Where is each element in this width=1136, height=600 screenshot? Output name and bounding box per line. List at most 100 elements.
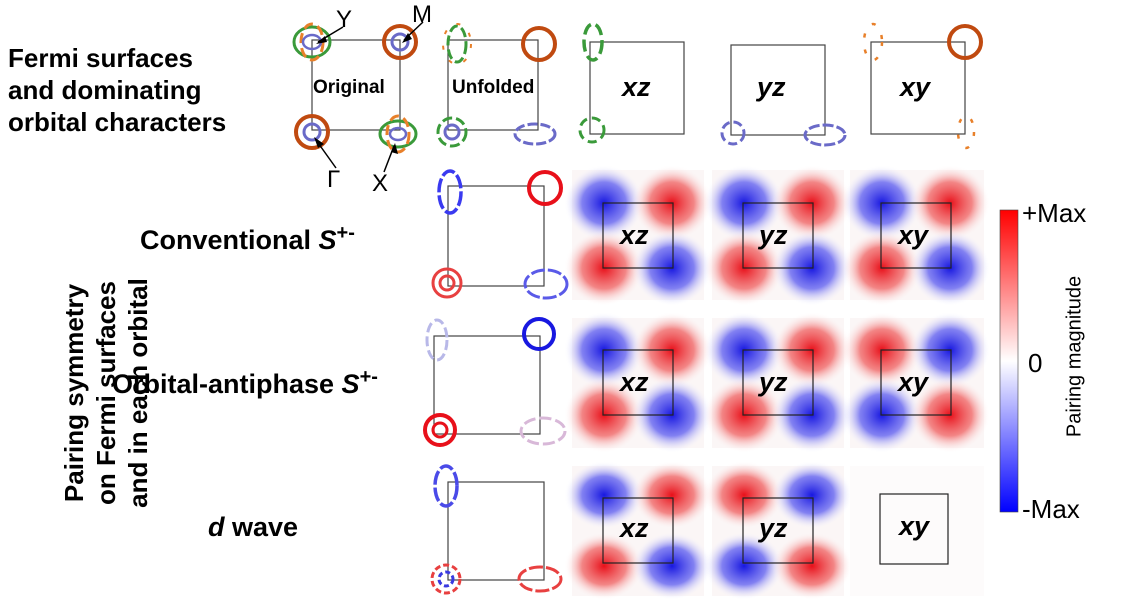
fermi-orbital-xy (862, 22, 983, 150)
map-conv-xy (842, 165, 990, 306)
pocket-gamma-inner (302, 122, 322, 142)
map-anti-yz-box (742, 349, 814, 416)
colorbar-gradient (1000, 210, 1018, 512)
conv-pocket-gamma-outer (431, 267, 463, 299)
map-dwave-yz (704, 461, 852, 600)
row-dwave-fermi (430, 464, 563, 595)
bz-square-yz (730, 44, 826, 136)
colorbar-max-label: +Max (1022, 198, 1087, 228)
fermi-orbital-xz (578, 22, 685, 144)
unfolded-y-orange (442, 23, 472, 65)
row-conventional-fermi (431, 169, 569, 300)
lobe (772, 532, 852, 600)
conv-pocket-y (437, 169, 463, 215)
map-conv-xy-box (880, 202, 952, 269)
map-anti-xy-box (880, 349, 952, 416)
arrowhead-gamma (314, 137, 324, 148)
dwave-label-yz: yz (759, 513, 788, 543)
top-orbital-yz: yz (757, 72, 786, 102)
colorbar (999, 209, 1019, 513)
map-dwave-xz (564, 461, 712, 600)
colorbar-min-label: -Max (1022, 494, 1080, 524)
map-dwave-yz-box (742, 497, 814, 564)
row-label-orbital-antiphase: Orbital-antiphase S+- (112, 366, 378, 400)
header-line-3: orbital characters (8, 107, 227, 137)
point-label-y: Y (336, 6, 353, 33)
row-antiphase-fermi (423, 317, 567, 447)
point-label-x: X (372, 170, 389, 197)
row-label-antiphase-symbol: S (341, 369, 360, 399)
map-anti-xz-box (602, 349, 674, 416)
map-dwave-xy-bg (850, 466, 984, 596)
header-line-2: and dominating (8, 75, 202, 105)
anti-pocket-gamma-inner (431, 421, 449, 439)
pocket-y-green (292, 25, 332, 59)
unfolded-x-purple (513, 122, 557, 146)
row-label-antiphase-sup: +- (359, 366, 378, 388)
conv-label-xy: xy (898, 220, 929, 250)
lobe (564, 461, 644, 529)
arrowhead-x (391, 143, 398, 154)
map-dwave-xz-box (602, 497, 674, 564)
map-conv-xz-box (602, 202, 674, 269)
row-label-antiphase-prefix: Orbital-antiphase (112, 369, 342, 399)
lobe (632, 532, 712, 600)
map-dwave-xy (850, 466, 984, 596)
map-conv-xz (564, 165, 712, 306)
map-anti-xy (842, 312, 990, 453)
unfolded-gamma-inner (443, 123, 461, 141)
xz-pocket-y (582, 22, 604, 62)
lobe (704, 461, 784, 529)
dwave-pocket-y (433, 464, 459, 508)
top-orbital-xy: xy (900, 72, 931, 102)
arrowhead-m (402, 33, 412, 43)
anti-pocket-gamma-outer (423, 413, 457, 447)
conv-pocket-m (527, 170, 563, 206)
map-conv-yz (704, 165, 852, 306)
unfolded-y-green (446, 24, 468, 64)
fermi-unfolded (436, 23, 557, 148)
row-label-conventional: Conventional S+- (140, 222, 355, 256)
colorbar-title: Pairing magnitude (1063, 275, 1086, 438)
row-label-conventional-prefix: Conventional (140, 225, 319, 255)
label-unfolded: Unfolded (452, 77, 535, 98)
point-label-m: M (412, 1, 432, 28)
row-label-conventional-symbol: S (318, 225, 337, 255)
arrowhead-y (316, 36, 327, 44)
bz-square-anti (433, 335, 541, 435)
dwave-pocket-gamma-outer (430, 563, 462, 595)
lobe (772, 461, 852, 529)
unfolded-gamma-outer (436, 116, 468, 148)
bz-square-unfolded (447, 39, 539, 131)
yz-pocket-gamma (720, 120, 746, 146)
bz-square-conv (447, 185, 545, 287)
row-label-d-wave-prefix: d (208, 512, 225, 542)
xy-pocket-x (956, 114, 976, 150)
dwave-pocket-gamma-inner (437, 570, 455, 588)
bz-square-original (311, 39, 401, 131)
fermi-original (292, 21, 424, 173)
conv-label-xz: xz (620, 220, 649, 250)
top-orbital-xz: xz (622, 72, 651, 102)
bz-square-dwave (447, 481, 545, 581)
header-line-1: Fermi surfaces (8, 43, 193, 73)
pocket-x-orange (385, 114, 411, 154)
pocket-x-green (378, 119, 418, 149)
map-conv-yz-box (742, 202, 814, 269)
lobe (632, 461, 712, 529)
anti-pocket-x (519, 416, 567, 446)
anti-label-xz: xz (620, 367, 649, 397)
anti-label-xy: xy (898, 367, 929, 397)
colorbar-frame (999, 209, 1019, 513)
label-original: Original (313, 77, 385, 98)
yz-pocket-x (803, 123, 847, 147)
row-label-d-wave: d wave (208, 512, 298, 543)
dwave-label-xz: xz (620, 513, 649, 543)
pocket-x-inner (388, 126, 408, 142)
row-label-conventional-sup: +- (336, 222, 355, 244)
conv-label-yz: yz (759, 220, 788, 250)
map-dwave-xy-box (879, 493, 949, 565)
dwave-pocket-x (517, 565, 563, 593)
bz-square-xy (870, 41, 966, 135)
